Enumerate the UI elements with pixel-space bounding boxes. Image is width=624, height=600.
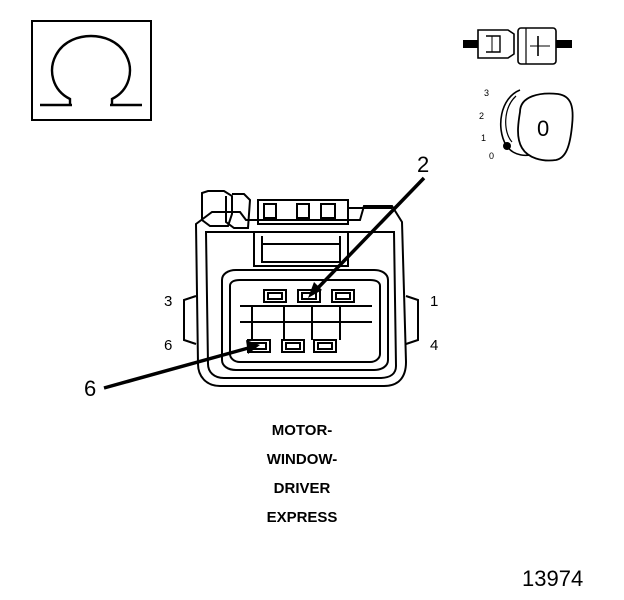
pin-label-6: 6 — [164, 337, 173, 354]
figure-number: 13974 — [522, 566, 584, 591]
ignition-position-3: 3 — [484, 88, 490, 98]
ignition-position-2: 2 — [479, 111, 485, 121]
callout-pin-2: 2 — [417, 152, 430, 177]
ignition-key-label: 0 — [537, 116, 550, 141]
callout-pin-6: 6 — [84, 376, 97, 401]
pin-label-3: 3 — [164, 293, 173, 310]
caption-line-2: WINDOW- — [266, 451, 338, 468]
pin-label-1: 1 — [430, 293, 439, 310]
leader-line-pin-6 — [103, 345, 253, 390]
caption-line-4: EXPRESS — [266, 509, 338, 526]
leader-line-pin-2 — [312, 176, 426, 294]
ignition-position-1: 1 — [481, 133, 487, 143]
caption-line-1: MOTOR- — [271, 422, 333, 439]
pin-label-4: 4 — [430, 337, 439, 354]
ignition-position-0: 0 — [489, 151, 495, 161]
caption-line-3: DRIVER — [273, 480, 331, 497]
